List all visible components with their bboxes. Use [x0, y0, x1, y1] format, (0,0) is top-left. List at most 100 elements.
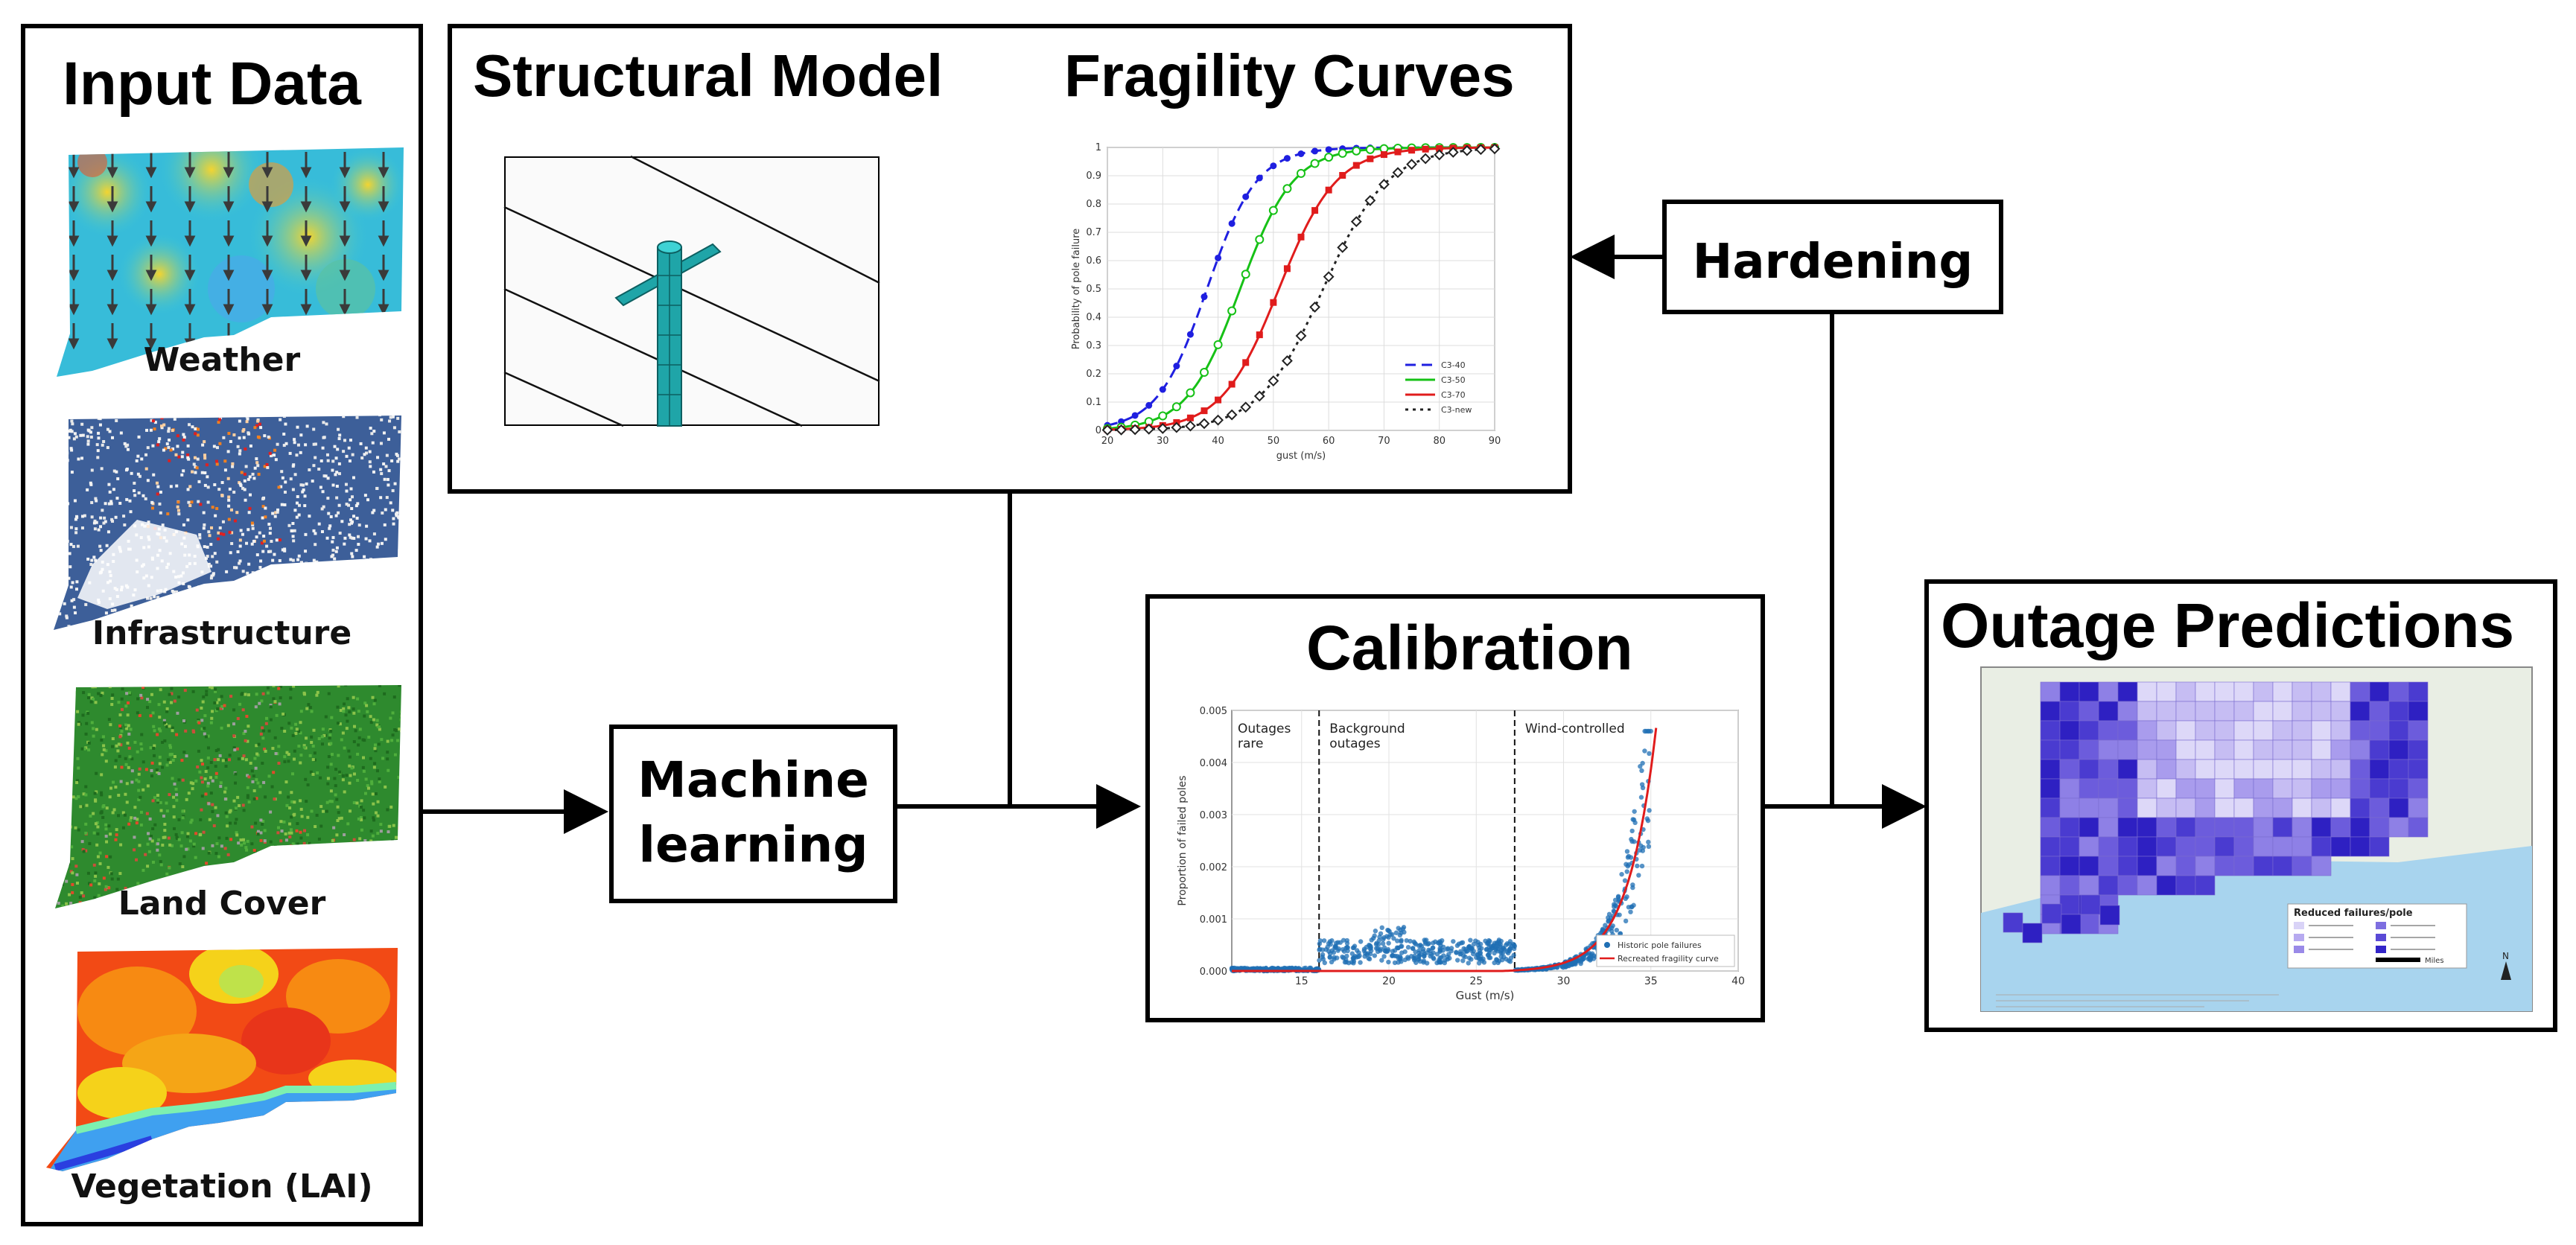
- calibration-point: [1320, 947, 1326, 952]
- calibration-point: [1399, 939, 1404, 944]
- calibration-point: [1485, 940, 1491, 946]
- calibration-point: [1459, 940, 1464, 946]
- calibration-point: [1442, 960, 1448, 966]
- fragility-point-C3-70: [1339, 172, 1346, 179]
- fragility-point-C3-40: [1242, 193, 1250, 200]
- calibration-ytick-label: 0.005: [1200, 706, 1227, 717]
- calibration-ytick-label: 0.000: [1200, 967, 1227, 978]
- calibration-point: [1387, 932, 1393, 937]
- calibration-point: [1644, 728, 1649, 734]
- calibration-point: [1610, 923, 1615, 929]
- calibration-point: [1431, 940, 1436, 946]
- calibration-point: [1399, 930, 1404, 936]
- calibration-point: [1301, 966, 1307, 971]
- machine-learning-label-line2: learning: [638, 816, 868, 873]
- calibration-point: [1413, 949, 1418, 955]
- vegetation-map: [46, 948, 398, 1171]
- calibration-point: [1471, 951, 1476, 957]
- calibration-point: [1327, 955, 1332, 960]
- calibration-point: [1365, 951, 1371, 956]
- calibration-point: [1624, 869, 1629, 874]
- calibration-region-label: Outages: [1238, 722, 1291, 736]
- calibration-point: [1413, 941, 1419, 947]
- calibration-point: [1341, 937, 1346, 943]
- weather-label: Weather: [143, 341, 301, 379]
- calibration-xtick-label: 15: [1295, 975, 1308, 987]
- calibration-point: [1504, 956, 1509, 962]
- calibration-point: [1631, 817, 1637, 823]
- fragility-xtick-label: 80: [1433, 436, 1446, 447]
- fragility-point-C3-50: [1310, 159, 1320, 168]
- fragility-point-C3-new: [1419, 153, 1431, 165]
- calibration-point: [1372, 933, 1377, 938]
- calibration-point: [1642, 748, 1647, 754]
- calibration-point: [1416, 947, 1422, 953]
- fragility-point-C3-new: [1295, 330, 1307, 342]
- fragility-point-C3-40: [1283, 155, 1291, 162]
- fragility-point-C3-new: [1116, 424, 1127, 436]
- calibration-region-label: outages: [1329, 736, 1381, 751]
- calibration-point: [1492, 946, 1498, 951]
- calibration-point: [1495, 960, 1501, 966]
- calibration-point: [1437, 955, 1443, 961]
- fragility-point-C3-50: [1365, 144, 1375, 154]
- calibration-point: [1629, 836, 1634, 842]
- fragility-point-C3-40: [1270, 162, 1277, 170]
- calibration-region-label: rare: [1238, 736, 1263, 751]
- fragility-point-C3-40: [1186, 331, 1194, 338]
- calibration-point: [1511, 952, 1516, 958]
- calibration-point: [1437, 959, 1443, 964]
- calibration-point: [1322, 960, 1327, 966]
- fragility-point-C3-40: [1159, 386, 1166, 393]
- calibration-point: [1378, 931, 1384, 936]
- fragility-point-C3-new: [1198, 418, 1210, 430]
- fragility-ytick-label: 0.1: [1086, 397, 1101, 408]
- calibration-legend: [1596, 934, 1735, 967]
- north-arrow-icon: N: [2501, 951, 2511, 980]
- structural-model-render: [503, 155, 880, 427]
- calibration-point: [1386, 940, 1391, 946]
- calibration-point: [1405, 944, 1411, 950]
- calibration-point: [1439, 937, 1445, 943]
- calibration-point: [1638, 764, 1643, 769]
- calibration-point: [1398, 955, 1403, 961]
- calibration-point: [1624, 849, 1630, 854]
- fragility-point-C3-new: [1171, 421, 1183, 433]
- fragility-point-C3-40: [1311, 147, 1319, 155]
- fragility-point-C3-new: [1240, 401, 1252, 413]
- calibration-point: [1378, 946, 1383, 952]
- hardening-label: Hardening: [1692, 235, 1974, 290]
- calibration-point: [1492, 950, 1497, 956]
- calibration-point: [1358, 939, 1364, 944]
- calibration-point: [1622, 878, 1628, 883]
- calibration-plot-area: [1231, 710, 1739, 972]
- fragility-point-C3-70: [1228, 380, 1235, 388]
- fragility-point-C3-new: [1392, 167, 1404, 179]
- fragility-point-C3-50: [1213, 340, 1223, 349]
- fragility-point-C3-40: [1297, 150, 1305, 157]
- fragility-point-C3-new: [1475, 144, 1486, 156]
- vegetation-label: Vegetation (LAI): [71, 1168, 373, 1206]
- calibration-point: [1646, 844, 1652, 850]
- fragility-point-C3-40: [1228, 220, 1235, 227]
- fragility-point-C3-50: [1241, 270, 1250, 279]
- calibration-point: [1468, 937, 1473, 943]
- calibration-point: [1511, 946, 1517, 952]
- calibration-point: [1233, 966, 1238, 971]
- infrastructure-map: [54, 415, 401, 630]
- fragility-ytick-label: 0.4: [1086, 312, 1101, 323]
- calibration-ytick-label: 0.004: [1200, 758, 1227, 769]
- machine-learning-box: Machine learning: [609, 725, 897, 903]
- calibration-xtick-label: 20: [1382, 975, 1396, 987]
- calibration-point: [1317, 958, 1322, 963]
- infrastructure-label: Infrastructure: [92, 614, 352, 652]
- calibration-point: [1628, 909, 1633, 914]
- calibration-point: [1238, 966, 1244, 971]
- calibration-point: [1441, 953, 1446, 958]
- fragility-point-C3-50: [1282, 184, 1292, 194]
- calibration-point: [1325, 944, 1330, 950]
- calibration-point: [1357, 953, 1362, 958]
- calibration-point: [1623, 918, 1629, 924]
- calibration-point: [1646, 839, 1651, 845]
